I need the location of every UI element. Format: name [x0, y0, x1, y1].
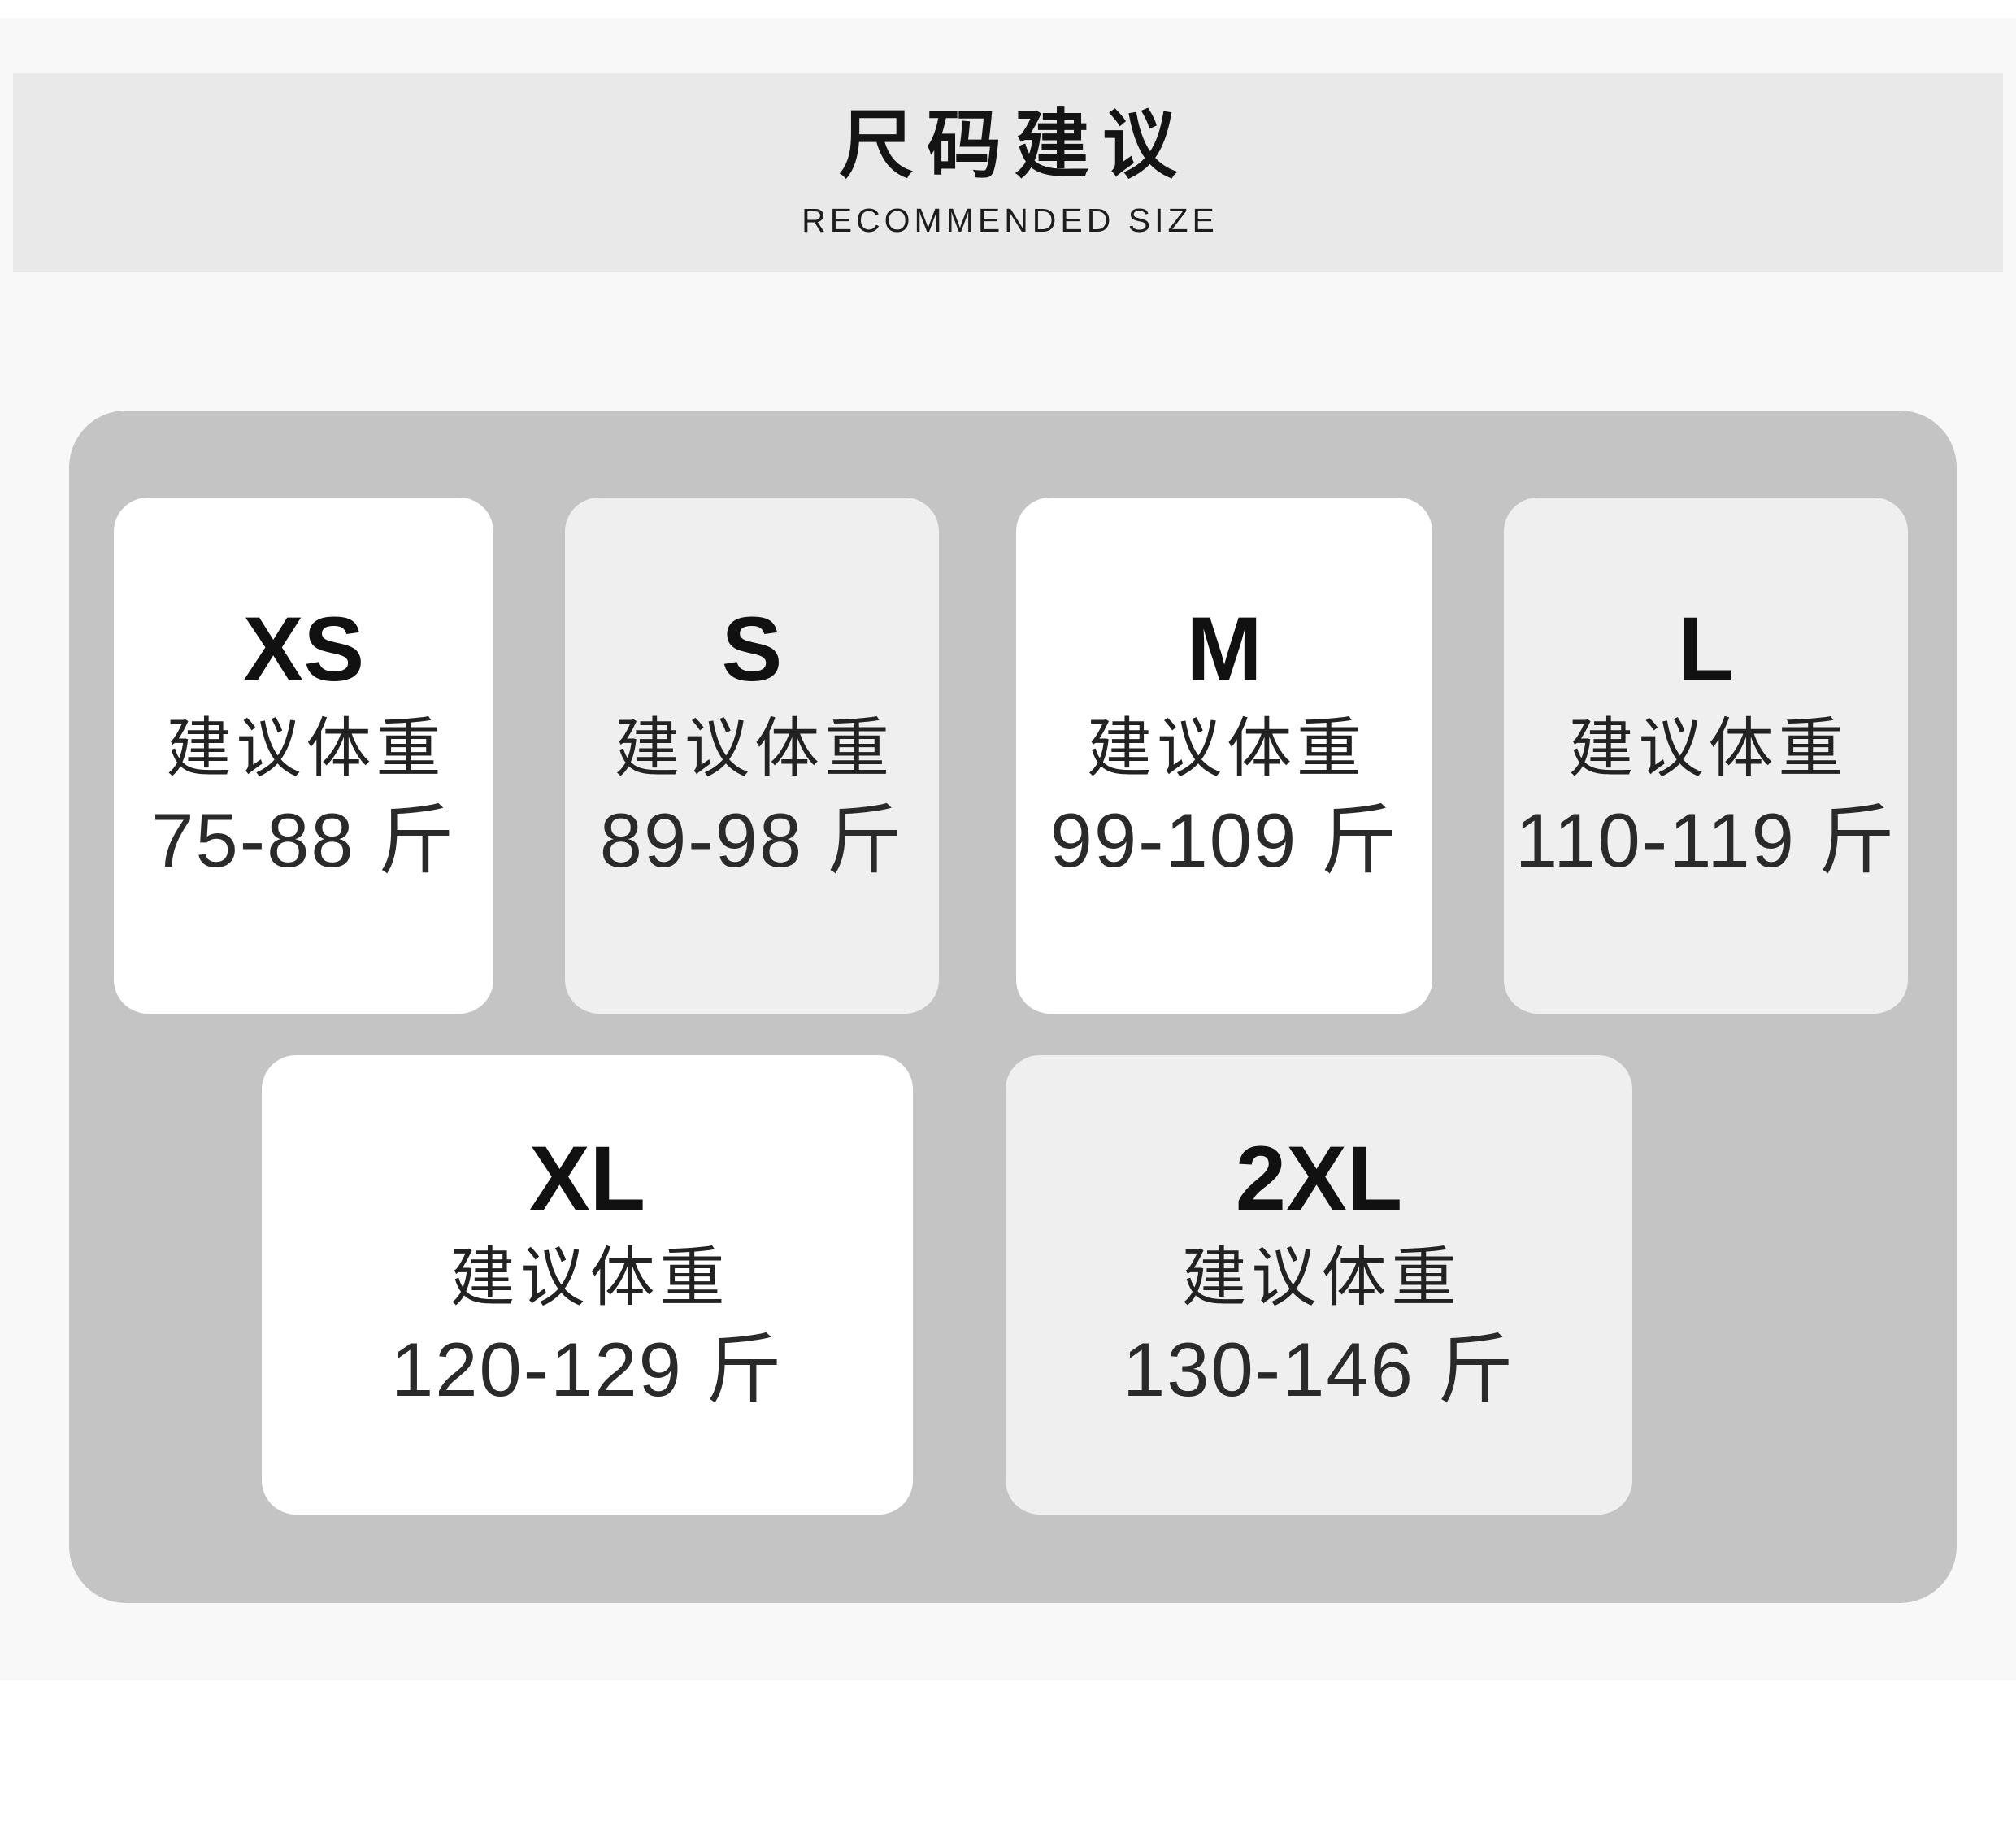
size-label: L [1678, 598, 1734, 701]
weight-range: 130-146 斤 [1122, 1327, 1516, 1413]
weight-range: 89-98 斤 [599, 797, 905, 884]
size-label: S [721, 598, 783, 701]
size-card-s: S 建议体重 89-98 斤 [565, 498, 939, 1014]
size-panel: XS 建议体重 75-88 斤 S 建议体重 89-98 斤 M 建议体重 99… [69, 411, 1957, 1603]
weight-range: 99-109 斤 [1049, 797, 1399, 884]
size-label: XL [528, 1128, 646, 1230]
size-label: 2XL [1235, 1128, 1403, 1230]
size-card-m: M 建议体重 99-109 斤 [1016, 498, 1432, 1014]
size-card-xl: XL 建议体重 120-129 斤 [262, 1055, 913, 1515]
header-band: 尺码建议 RECOMMENDED SIZE [13, 73, 2003, 272]
page-subtitle: RECOMMENDED SIZE [802, 202, 1219, 239]
weight-label: 建议体重 [450, 1241, 730, 1315]
weight-label: 建议体重 [1087, 712, 1366, 785]
size-card-2xl: 2XL 建议体重 130-146 斤 [1006, 1055, 1632, 1515]
weight-range: 75-88 斤 [151, 797, 456, 884]
weight-label: 建议体重 [615, 712, 894, 785]
weight-label: 建议体重 [1568, 712, 1849, 785]
size-card-l: L 建议体重 110-119 斤 [1504, 498, 1908, 1014]
size-label: XS [242, 598, 365, 701]
weight-label: 建议体重 [1181, 1241, 1462, 1315]
size-card-xs: XS 建议体重 75-88 斤 [114, 498, 493, 1014]
size-label: M [1186, 598, 1262, 701]
weight-label: 建议体重 [166, 712, 446, 785]
page-title: 尺码建议 [838, 104, 1190, 187]
weight-range: 120-129 斤 [390, 1327, 784, 1413]
weight-range: 110-119 斤 [1514, 797, 1897, 884]
